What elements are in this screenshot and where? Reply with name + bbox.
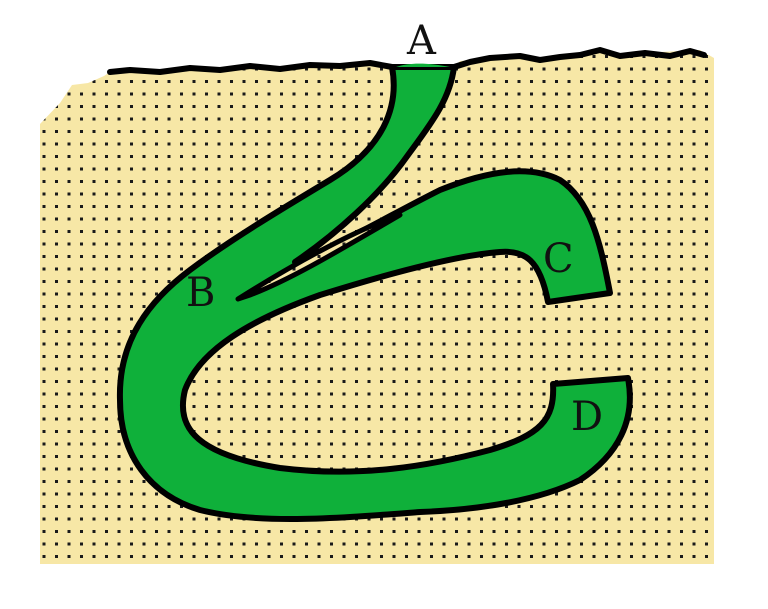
label-d: D bbox=[571, 394, 603, 440]
label-a: A bbox=[406, 18, 437, 64]
burrow-tunnel bbox=[116, 64, 633, 522]
label-b: B bbox=[186, 270, 215, 316]
ground-surface-line bbox=[107, 47, 707, 75]
entrance-opening bbox=[396, 63, 450, 67]
label-c: C bbox=[543, 236, 574, 282]
tunnel-inner-slit bbox=[235, 212, 403, 302]
